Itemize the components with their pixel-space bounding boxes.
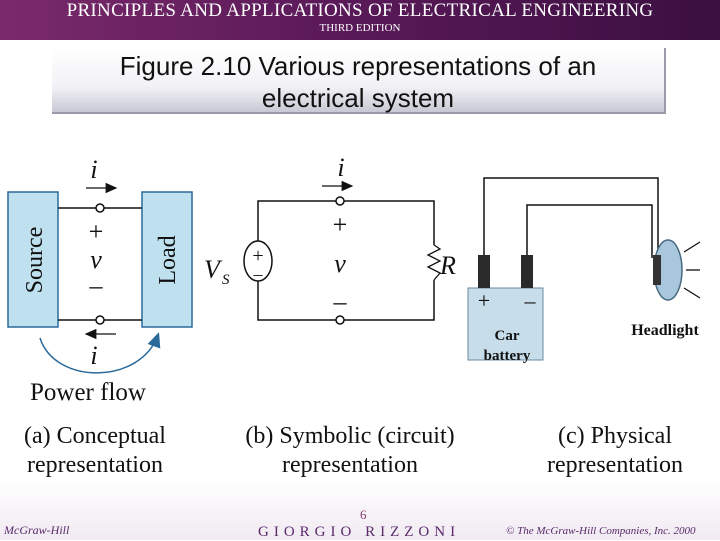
- source-plus: +: [252, 245, 263, 267]
- footer-background: [0, 480, 720, 540]
- resistor-zigzag: [426, 244, 442, 281]
- battery-post-negative: [521, 255, 533, 288]
- current-label-top: i: [90, 155, 97, 184]
- bottom-terminal: [335, 315, 345, 325]
- source-subscript: S: [222, 272, 230, 288]
- symbolic-diagram: i + v – + – V S R: [204, 153, 456, 325]
- resistor-label: R: [439, 251, 456, 280]
- battery-minus: –: [524, 288, 537, 313]
- headlight-label: Headlight: [631, 322, 699, 339]
- load-box: [141, 191, 193, 328]
- plus-sign: +: [89, 217, 104, 246]
- voltage-source-symbol: [243, 240, 273, 282]
- caption-symbolic: (b) Symbolic (circuit) representation: [245, 423, 455, 478]
- source-label: Source: [22, 227, 48, 294]
- battery-label: Car battery: [483, 328, 531, 364]
- source-label: V: [204, 255, 223, 284]
- physical-diagram: + –: [467, 177, 701, 361]
- headlight-base: [653, 255, 661, 285]
- book-title: PRINCIPLES AND APPLICATIONS OF ELECTRICA…: [66, 0, 654, 21]
- bottom-terminal: [95, 315, 105, 325]
- header-bar: PRINCIPLES AND APPLICATIONS OF ELECTRICA…: [0, 0, 720, 40]
- power-flow-arrow: [39, 332, 161, 374]
- figure-title: Figure 2.10 Various representations of a…: [119, 51, 597, 113]
- load-label: Load: [155, 235, 181, 284]
- top-terminal: [95, 203, 105, 213]
- bottom-right-wire: [340, 280, 435, 321]
- minus-sign: –: [333, 287, 348, 316]
- top-right-wire: [340, 200, 435, 245]
- current-label: i: [337, 153, 344, 182]
- current-label-bottom: i: [90, 341, 97, 370]
- conceptual-diagram: Source Load i i + v –: [7, 155, 193, 374]
- battery-plus: +: [478, 288, 490, 313]
- wire-positive: [483, 177, 659, 258]
- caption-conceptual: (a) Conceptual representation: [24, 423, 166, 478]
- caption-physical: (c) Physical representation: [547, 423, 683, 478]
- footer-author: GIORGIO RIZZONI: [258, 524, 461, 540]
- battery-body: [467, 287, 544, 361]
- book-edition: THIRD EDITION: [319, 22, 401, 34]
- footer-copyright: © The McGraw-Hill Companies, Inc. 2000: [506, 525, 696, 537]
- source-minus: –: [253, 264, 264, 284]
- footer-publisher: McGraw-Hill: [4, 523, 70, 537]
- plus-sign: +: [333, 210, 348, 239]
- source-box: [7, 191, 59, 328]
- power-flow-label: Power flow: [30, 379, 146, 406]
- wire-negative: [526, 204, 653, 258]
- voltage-label: v: [90, 245, 102, 274]
- battery-post-positive: [478, 255, 490, 288]
- light-ray-1: [683, 241, 701, 253]
- page-number: 6: [360, 507, 367, 522]
- voltage-label: v: [334, 249, 346, 278]
- light-ray-3: [683, 287, 701, 299]
- figure-title-banner: Figure 2.10 Various representations of a…: [52, 48, 666, 114]
- top-terminal: [335, 196, 345, 206]
- minus-sign: –: [89, 271, 104, 300]
